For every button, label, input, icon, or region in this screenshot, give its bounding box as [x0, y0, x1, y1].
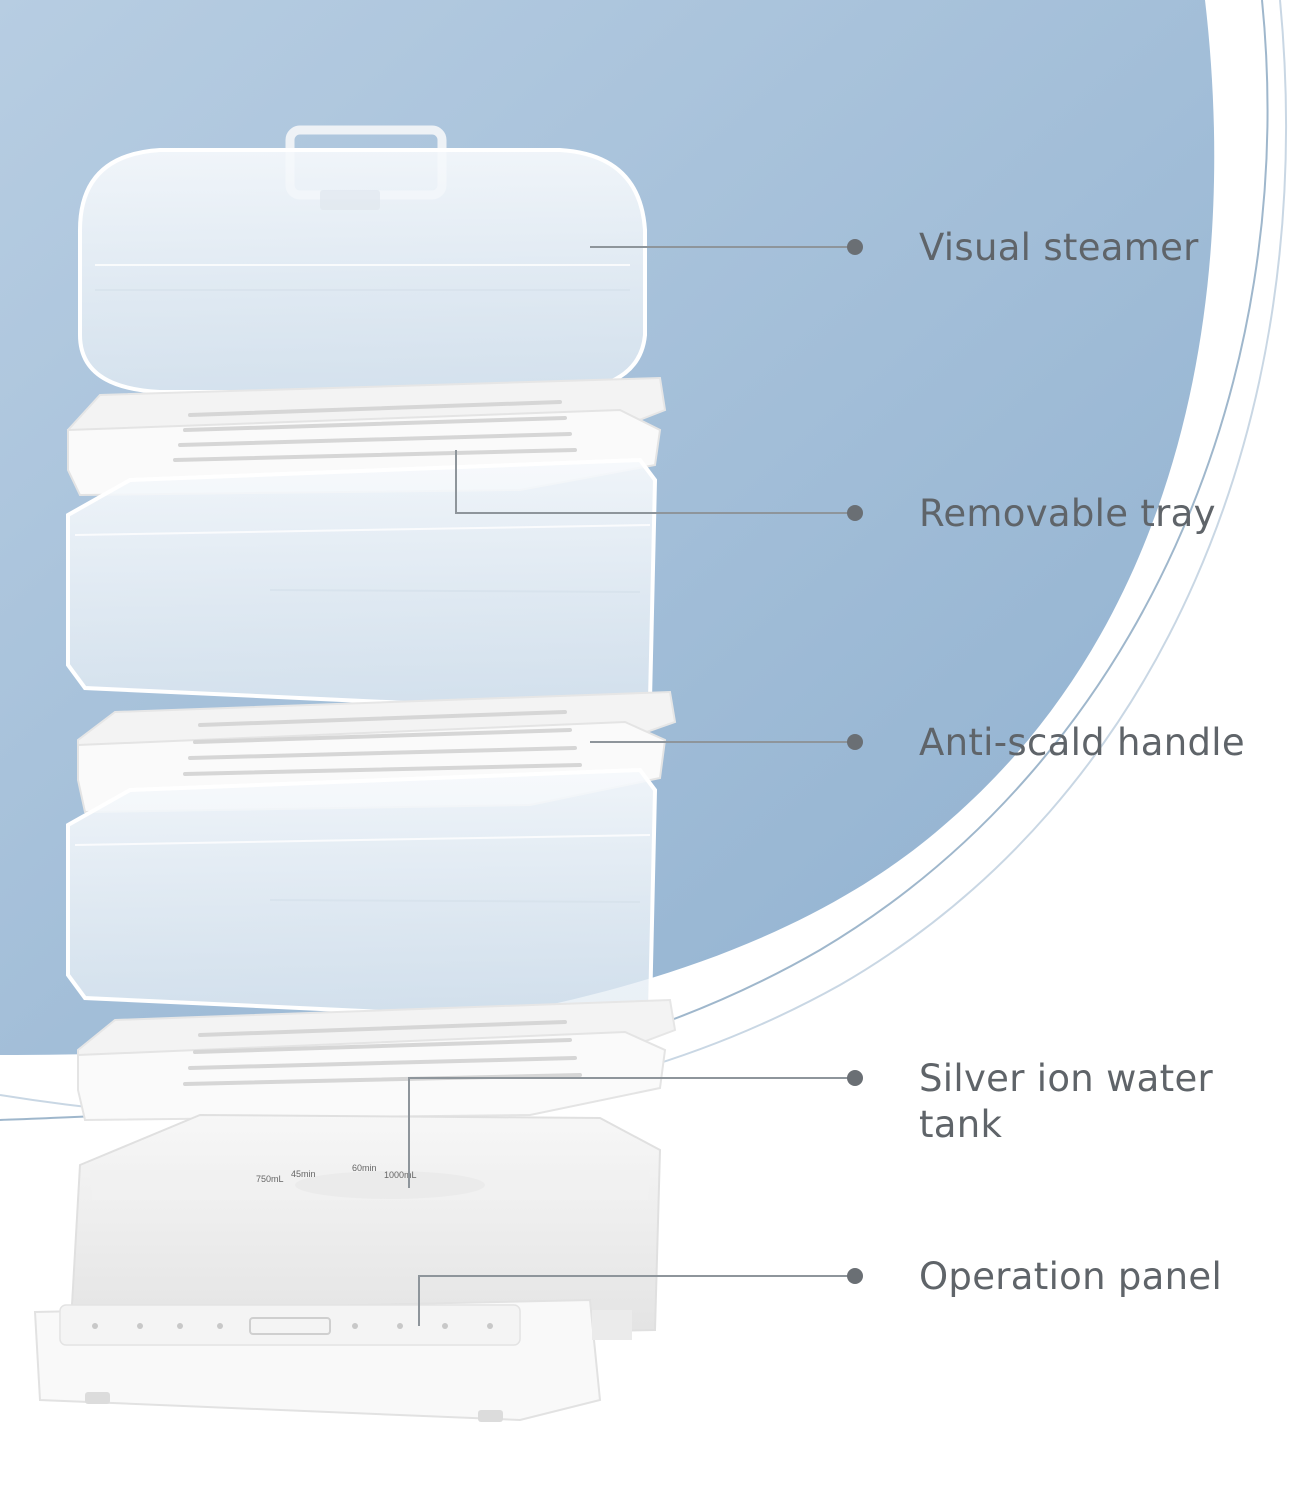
dot-visual-steamer [847, 239, 863, 255]
tank-marking-60: 60min [352, 1163, 377, 1173]
bowl-1 [66, 457, 658, 715]
label-operation-panel: Operation panel [919, 1254, 1222, 1300]
leader-visual-steamer [590, 246, 855, 248]
label-removable-tray: Removable tray [919, 491, 1216, 537]
dot-operation-panel [847, 1268, 863, 1284]
tank-marking-45: 45min [291, 1169, 316, 1179]
steamer-lid [78, 125, 647, 394]
label-anti-scald-handle-line-1: Anti-scald handle [919, 721, 1245, 764]
leader-anti-scald-handle [590, 741, 855, 743]
label-water-tank-line-2: tank [919, 1103, 1003, 1146]
tank-marking-750: 750mL [256, 1174, 284, 1184]
label-visual-steamer: Visual steamer [919, 225, 1199, 271]
label-removable-tray-line-1: Removable tray [919, 492, 1216, 535]
bowl-2 [66, 767, 658, 1025]
steamer-base [33, 1113, 662, 1422]
dot-removable-tray [847, 505, 863, 521]
label-visual-steamer-line-1: Visual steamer [919, 226, 1199, 269]
leader-water-tank-v [408, 1078, 410, 1188]
label-water-tank: Silver ion water tank [919, 1056, 1213, 1148]
leader-water-tank-h [408, 1077, 855, 1079]
label-anti-scald-handle: Anti-scald handle [919, 720, 1245, 766]
leader-removable-tray-v [455, 450, 457, 513]
label-water-tank-line-1: Silver ion water [919, 1057, 1214, 1100]
tank-marking-1000: 1000mL [384, 1170, 417, 1180]
dot-water-tank [847, 1070, 863, 1086]
dot-anti-scald-handle [847, 734, 863, 750]
leader-operation-panel-h [418, 1275, 855, 1277]
leader-removable-tray-h [455, 512, 855, 514]
tray-3 [77, 998, 677, 1122]
leader-operation-panel-v [418, 1276, 420, 1326]
label-operation-panel-line-1: Operation panel [919, 1255, 1223, 1298]
